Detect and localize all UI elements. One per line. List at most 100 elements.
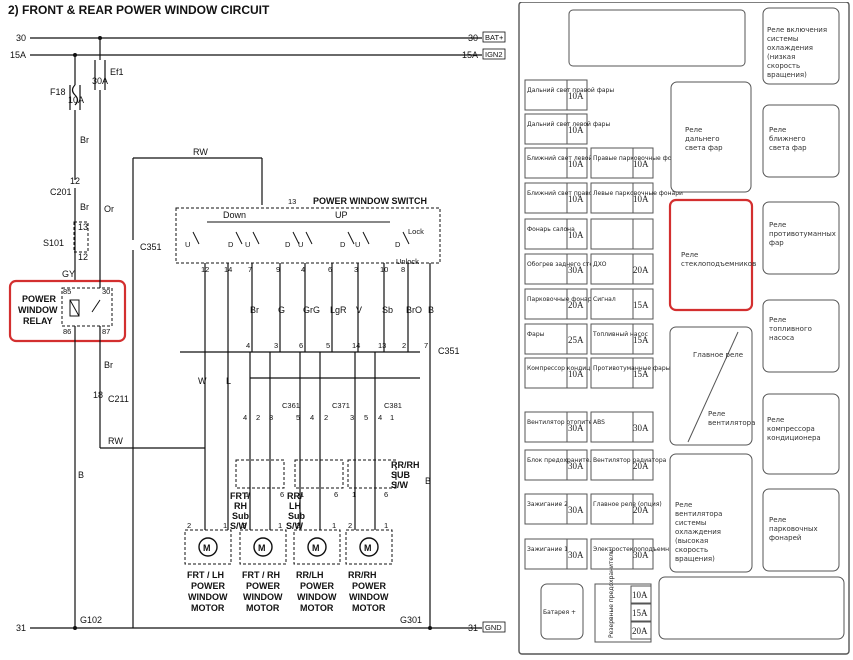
relay-highlight — [8, 279, 127, 343]
motor-m-3: M — [364, 543, 372, 553]
wire-gy: GY — [62, 269, 75, 279]
pin-13: 13 — [78, 222, 88, 232]
motor-label-0-4: MOTOR — [191, 603, 225, 613]
c351-pin-2: 6 — [299, 341, 303, 350]
rail-bottom-left: 31 — [16, 623, 26, 633]
rr-lh-sub-2: LH — [289, 501, 301, 511]
switch-wire-color-4: V — [356, 305, 362, 315]
motor-label-3-2: POWER — [352, 581, 387, 591]
fuse-left-name-9: Вентилятор отопителя — [527, 419, 600, 426]
switch-ud-7: D — [395, 240, 401, 249]
motor-pin-b-3: 1 — [384, 521, 388, 530]
sub-pin-top-8: 4 — [378, 413, 382, 422]
pin-30: 30 — [102, 287, 110, 296]
fuse-mid-amp-4: 15A — [633, 300, 649, 310]
fuse-left-amp-4: 10A — [568, 230, 584, 240]
fuse-left-name-2: Ближний свет левой фары — [527, 155, 612, 162]
motor-m-0: M — [203, 543, 211, 553]
motor-label-0-2: POWER — [191, 581, 226, 591]
motor-label-0-3: WINDOW — [188, 592, 228, 602]
sub-pin-top-2: 3 — [269, 413, 273, 422]
wire-l: L — [226, 376, 231, 386]
fuse-left-name-0: Дальний свет правой фары — [527, 87, 614, 94]
sub-pin-bot-1: 6 — [280, 490, 284, 499]
motor-m-1: M — [258, 543, 266, 553]
pin-85: 85 — [63, 287, 71, 296]
motor-pin-b-2: 1 — [332, 521, 336, 530]
motor-label-0-1: FRT / LH — [187, 570, 224, 580]
wire-br-2: Br — [80, 202, 89, 212]
conn-c201: C201 — [50, 187, 72, 197]
fuse-left-amp-3: 10A — [568, 194, 584, 204]
fuse-left-name-12: Зажигание 1 — [527, 546, 568, 553]
fuse-left-name-11: Зажигание 2 — [527, 501, 568, 508]
motor-pin-a-1: 2 — [242, 521, 246, 530]
fuse-left-name-8: Компрессор кондиционера — [527, 365, 613, 372]
sub-pin-top-6: 3 — [350, 413, 354, 422]
motor-m-2: M — [312, 543, 320, 553]
fuse-mid-name-4: Сигнал — [593, 296, 616, 303]
motor-symbol-3 — [359, 537, 379, 557]
switch-up: UP — [335, 210, 348, 220]
fuse-mid-name-1: Левые парковочные фонари — [593, 190, 683, 197]
switch-ud-3: D — [285, 240, 291, 249]
sub-pin-bot-3: 6 — [334, 490, 338, 499]
rail-second-left: 15A — [10, 50, 26, 60]
c351-pin-4: 14 — [352, 341, 360, 350]
diagram-title: 2) FRONT & REAR POWER WINDOW CIRCUIT — [8, 3, 270, 17]
pin-12b: 12 — [78, 252, 88, 262]
switch-ud-6: U — [355, 240, 360, 249]
relay-l1: POWER — [22, 294, 57, 304]
switch-wire-color-3: LgR — [330, 305, 347, 315]
motor-label-1-3: WINDOW — [243, 592, 283, 602]
switch-ud-1: D — [228, 240, 234, 249]
rr-rh-sub-1: RR/RH — [391, 460, 420, 470]
fuse-mid-name-10: Электростеклоподъемники — [593, 546, 681, 553]
switch-pin-4: 4 — [301, 265, 305, 274]
fuse-f18-amp: 10A — [68, 95, 84, 105]
conn-g102: G102 — [80, 615, 102, 625]
fuse-left-name-6: Парковочные фонари — [527, 296, 596, 303]
switch-pin-2: 7 — [248, 265, 252, 274]
c351-pin-5: 13 — [378, 341, 386, 350]
fuse-left-name-4: Фонарь салона — [527, 226, 575, 233]
fuse-left-amp-12: 30A — [568, 550, 584, 560]
motor-label-3-3: WINDOW — [349, 592, 389, 602]
switch-wire-color-7: B — [428, 305, 434, 315]
rr-rh-sub-3: S/W — [391, 480, 409, 490]
sub-pin-top-1: 2 — [256, 413, 260, 422]
motor-label-1-1: FRT / RH — [242, 570, 280, 580]
tag-ign: IGN2 — [485, 50, 503, 59]
sub-pin-top-0: 4 — [243, 413, 247, 422]
fuse-left-amp-10: 30A — [568, 461, 584, 471]
fuse-left-name-5: Обогрев заднего стекла — [527, 261, 604, 268]
switch-wire-color-5: Sb — [382, 305, 393, 315]
relay-l3: RELAY — [23, 316, 53, 326]
wire-b-1: B — [78, 470, 84, 480]
wire-w: W — [198, 376, 207, 386]
fuse-left-amp-2: 10A — [568, 159, 584, 169]
fuse-f18-name: F18 — [50, 87, 66, 97]
switch-title: POWER WINDOW SWITCH — [313, 196, 427, 206]
motor-label-2-3: WINDOW — [297, 592, 337, 602]
fuse-mid-amp-6: 15A — [633, 369, 649, 379]
fuse-mid-amp-9: 20A — [633, 505, 649, 515]
sub-pin-top-3: 5 — [296, 413, 300, 422]
frt-rh-sub-2: RH — [234, 501, 247, 511]
switch-pin-3: 9 — [276, 265, 280, 274]
pin-12: 12 — [70, 176, 80, 186]
c351-pin-6: 2 — [402, 341, 406, 350]
fuse-mid-amp-7: 30A — [633, 423, 649, 433]
spare-label: Резервные предохранители — [608, 549, 615, 638]
sub-pin-top-9: 1 — [390, 413, 394, 422]
fuse-left-name-3: Ближний свет правой фары — [527, 190, 616, 197]
switch-ud-4: U — [298, 240, 303, 249]
fuse-ef1-name: Ef1 — [110, 67, 124, 77]
switch-ud-2: U — [245, 240, 250, 249]
fuse-ef1-amp: 30A — [92, 76, 108, 86]
